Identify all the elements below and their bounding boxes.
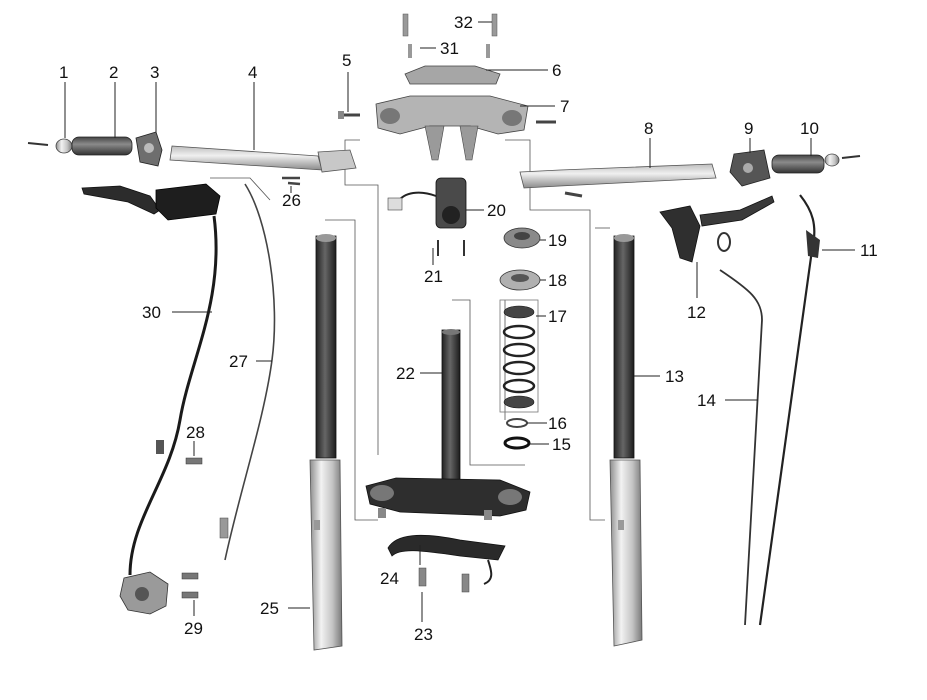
part-label-31: 31 (440, 39, 459, 58)
part-bearing-set (499, 299, 539, 413)
part-upper-clamp (404, 65, 501, 85)
part-label-5: 5 (342, 51, 351, 70)
part-label-2: 2 (109, 63, 118, 82)
part-right-switch (729, 149, 771, 187)
leader-lines (64, 21, 855, 622)
part-screw-5 (338, 111, 360, 119)
part-label-4: 4 (248, 63, 257, 82)
part-bar-end-screw-left (27, 138, 73, 154)
part-label-6: 6 (552, 61, 561, 80)
part-cables-right (719, 194, 820, 626)
part-label-24: 24 (380, 569, 399, 588)
part-label-28: 28 (186, 423, 205, 442)
part-label-30: 30 (142, 303, 161, 322)
part-right-fork-leg (609, 234, 643, 647)
part-bolts-23 (418, 567, 470, 593)
part-label-20: 20 (487, 201, 506, 220)
part-label-22: 22 (396, 364, 415, 383)
part-right-grip (771, 153, 861, 174)
part-cable-27 (219, 183, 276, 561)
part-label-18: 18 (548, 271, 567, 290)
part-label-15: 15 (552, 435, 571, 454)
part-label-25: 25 (260, 599, 279, 618)
part-bolts-28-29 (181, 457, 203, 599)
part-label-19: 19 (548, 231, 567, 250)
part-left-grip (71, 136, 133, 156)
part-steering-stem (441, 329, 461, 483)
part-label-1: 1 (59, 63, 68, 82)
part-label-8: 8 (644, 119, 653, 138)
part-washer-18 (499, 269, 541, 291)
part-label-13: 13 (665, 367, 684, 386)
part-label-10: 10 (800, 119, 819, 138)
part-seals (503, 418, 531, 450)
part-label-32: 32 (454, 13, 473, 32)
part-left-handlebar (169, 145, 357, 173)
part-label-23: 23 (414, 625, 433, 644)
part-bolts-top (402, 13, 498, 58)
part-hose-guide (387, 535, 506, 585)
part-steering-nut (503, 227, 541, 249)
part-clutch-lever (659, 195, 775, 263)
part-screws-26 (282, 176, 301, 186)
part-left-switch (135, 131, 163, 167)
part-upper-triple-clamp (375, 95, 556, 161)
part-label-7: 7 (560, 97, 569, 116)
assembly-guides (210, 139, 610, 521)
part-label-17: 17 (548, 307, 567, 326)
part-label-3: 3 (150, 63, 159, 82)
part-label-12: 12 (687, 303, 706, 322)
part-label-14: 14 (697, 391, 716, 410)
part-label-27: 27 (229, 352, 248, 371)
part-left-fork-leg (309, 234, 343, 651)
part-number-labels: 1 2 3 4 5 6 7 8 9 10 11 12 13 14 15 16 1… (59, 13, 878, 644)
part-lower-triple-clamp (365, 477, 531, 520)
part-label-29: 29 (184, 619, 203, 638)
part-label-16: 16 (548, 414, 567, 433)
part-label-21: 21 (424, 267, 443, 286)
part-ignition-switch (387, 177, 467, 256)
part-brake-master-cylinder (81, 183, 221, 576)
part-brake-caliper (119, 571, 169, 615)
part-right-handlebar (519, 163, 717, 198)
part-label-9: 9 (744, 119, 753, 138)
part-label-11: 11 (860, 241, 878, 260)
part-label-26: 26 (282, 191, 301, 210)
